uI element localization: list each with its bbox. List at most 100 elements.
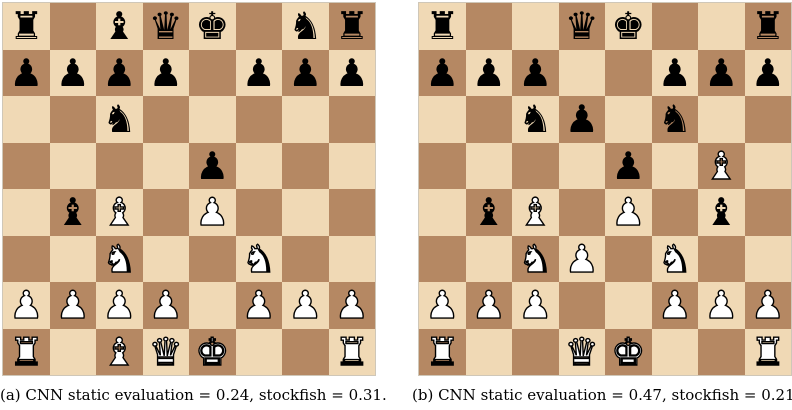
white-pawn-icon[interactable]: ♟ xyxy=(611,190,646,235)
white-pawn-icon[interactable]: ♟ xyxy=(750,283,785,328)
square-h3[interactable] xyxy=(328,235,375,282)
square-e1[interactable]: ♚ xyxy=(605,328,652,375)
square-b2[interactable]: ♟ xyxy=(465,282,512,329)
square-e2[interactable] xyxy=(189,282,236,329)
square-d1[interactable]: ♛ xyxy=(142,328,189,375)
square-c5[interactable] xyxy=(512,142,559,189)
square-e4[interactable]: ♟ xyxy=(605,189,652,236)
square-d4[interactable] xyxy=(558,189,605,236)
white-pawn-icon[interactable]: ♟ xyxy=(425,283,460,328)
square-h4[interactable] xyxy=(328,189,375,236)
black-pawn-icon[interactable]: ♟ xyxy=(611,143,646,188)
square-g8[interactable]: ♞ xyxy=(282,3,329,50)
square-h8[interactable]: ♜ xyxy=(328,3,375,50)
square-h5[interactable] xyxy=(328,142,375,189)
square-f8[interactable] xyxy=(651,3,698,50)
square-h3[interactable] xyxy=(744,235,791,282)
square-h7[interactable]: ♟ xyxy=(744,49,791,96)
square-g3[interactable] xyxy=(698,235,745,282)
square-f2[interactable]: ♟ xyxy=(235,282,282,329)
square-g4[interactable] xyxy=(282,189,329,236)
black-bishop-icon[interactable]: ♝ xyxy=(55,190,90,235)
square-b1[interactable] xyxy=(465,328,512,375)
square-h7[interactable]: ♟ xyxy=(328,49,375,96)
square-h2[interactable]: ♟ xyxy=(744,282,791,329)
square-h4[interactable] xyxy=(744,189,791,236)
black-pawn-icon[interactable]: ♟ xyxy=(102,50,137,95)
square-g8[interactable] xyxy=(698,3,745,50)
square-d4[interactable] xyxy=(142,189,189,236)
square-h5[interactable] xyxy=(744,142,791,189)
square-a7[interactable]: ♟ xyxy=(419,49,466,96)
square-h6[interactable] xyxy=(744,96,791,143)
black-queen-icon[interactable]: ♛ xyxy=(148,4,183,49)
square-e1[interactable]: ♚ xyxy=(189,328,236,375)
square-f4[interactable] xyxy=(651,189,698,236)
square-f3[interactable]: ♞ xyxy=(651,235,698,282)
square-a6[interactable] xyxy=(3,96,50,143)
square-b6[interactable] xyxy=(49,96,96,143)
square-e7[interactable] xyxy=(189,49,236,96)
black-rook-icon[interactable]: ♜ xyxy=(9,4,44,49)
square-b6[interactable] xyxy=(465,96,512,143)
white-rook-icon[interactable]: ♜ xyxy=(9,329,44,374)
square-b3[interactable] xyxy=(465,235,512,282)
square-d3[interactable] xyxy=(142,235,189,282)
square-e4[interactable]: ♟ xyxy=(189,189,236,236)
black-bishop-icon[interactable]: ♝ xyxy=(704,190,739,235)
square-a4[interactable] xyxy=(419,189,466,236)
white-pawn-icon[interactable]: ♟ xyxy=(195,190,230,235)
square-h2[interactable]: ♟ xyxy=(328,282,375,329)
square-c4[interactable]: ♝ xyxy=(512,189,559,236)
square-b8[interactable] xyxy=(49,3,96,50)
square-d5[interactable] xyxy=(142,142,189,189)
square-e7[interactable] xyxy=(605,49,652,96)
square-g3[interactable] xyxy=(282,235,329,282)
square-g5[interactable] xyxy=(282,142,329,189)
square-d7[interactable]: ♟ xyxy=(142,49,189,96)
square-c7[interactable]: ♟ xyxy=(96,49,143,96)
black-king-icon[interactable]: ♚ xyxy=(195,4,230,49)
square-d8[interactable]: ♛ xyxy=(558,3,605,50)
square-b1[interactable] xyxy=(49,328,96,375)
square-b5[interactable] xyxy=(465,142,512,189)
black-knight-icon[interactable]: ♞ xyxy=(288,4,323,49)
square-g6[interactable] xyxy=(698,96,745,143)
white-queen-icon[interactable]: ♛ xyxy=(564,329,599,374)
square-f5[interactable] xyxy=(651,142,698,189)
square-c1[interactable] xyxy=(512,328,559,375)
square-b7[interactable]: ♟ xyxy=(49,49,96,96)
square-d6[interactable] xyxy=(142,96,189,143)
square-g1[interactable] xyxy=(282,328,329,375)
white-bishop-icon[interactable]: ♝ xyxy=(102,329,137,374)
white-pawn-icon[interactable]: ♟ xyxy=(9,283,44,328)
square-f7[interactable]: ♟ xyxy=(235,49,282,96)
black-rook-icon[interactable]: ♜ xyxy=(750,4,785,49)
black-rook-icon[interactable]: ♜ xyxy=(334,4,369,49)
white-rook-icon[interactable]: ♜ xyxy=(425,329,460,374)
square-d2[interactable]: ♟ xyxy=(142,282,189,329)
square-c5[interactable] xyxy=(96,142,143,189)
square-d8[interactable]: ♛ xyxy=(142,3,189,50)
square-h8[interactable]: ♜ xyxy=(744,3,791,50)
white-knight-icon[interactable]: ♞ xyxy=(102,236,137,281)
square-c8[interactable]: ♝ xyxy=(96,3,143,50)
square-d5[interactable] xyxy=(558,142,605,189)
black-knight-icon[interactable]: ♞ xyxy=(102,97,137,142)
white-knight-icon[interactable]: ♞ xyxy=(518,236,553,281)
white-pawn-icon[interactable]: ♟ xyxy=(241,283,276,328)
black-pawn-icon[interactable]: ♟ xyxy=(750,50,785,95)
white-bishop-icon[interactable]: ♝ xyxy=(704,143,739,188)
black-pawn-icon[interactable]: ♟ xyxy=(564,97,599,142)
black-pawn-icon[interactable]: ♟ xyxy=(195,143,230,188)
white-pawn-icon[interactable]: ♟ xyxy=(55,283,90,328)
square-e3[interactable] xyxy=(605,235,652,282)
square-b4[interactable]: ♝ xyxy=(465,189,512,236)
square-f8[interactable] xyxy=(235,3,282,50)
white-pawn-icon[interactable]: ♟ xyxy=(518,283,553,328)
white-rook-icon[interactable]: ♜ xyxy=(750,329,785,374)
square-f6[interactable] xyxy=(235,96,282,143)
white-pawn-icon[interactable]: ♟ xyxy=(564,236,599,281)
square-a2[interactable]: ♟ xyxy=(3,282,50,329)
white-queen-icon[interactable]: ♛ xyxy=(148,329,183,374)
